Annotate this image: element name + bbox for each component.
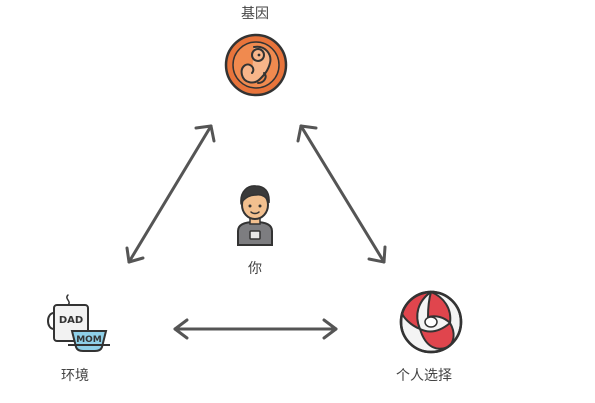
personal-choice-label: 个人选择: [396, 368, 452, 384]
mom-cup-text: MOM: [76, 335, 102, 345]
environment-label: 环境: [61, 368, 89, 384]
arrow-gene-choice: [296, 124, 387, 264]
family-mugs-icon: DAD MOM: [47, 294, 110, 352]
person-icon: [237, 185, 273, 246]
you-label: 你: [248, 261, 262, 277]
dad-mug-text: DAD: [59, 315, 83, 326]
arrow-gene-environment: [125, 124, 216, 264]
beach-ball-icon: [399, 290, 463, 354]
gene-label: 基因: [241, 6, 269, 22]
embryo-icon: [224, 33, 288, 97]
arrow-environment-choice: [173, 318, 338, 340]
